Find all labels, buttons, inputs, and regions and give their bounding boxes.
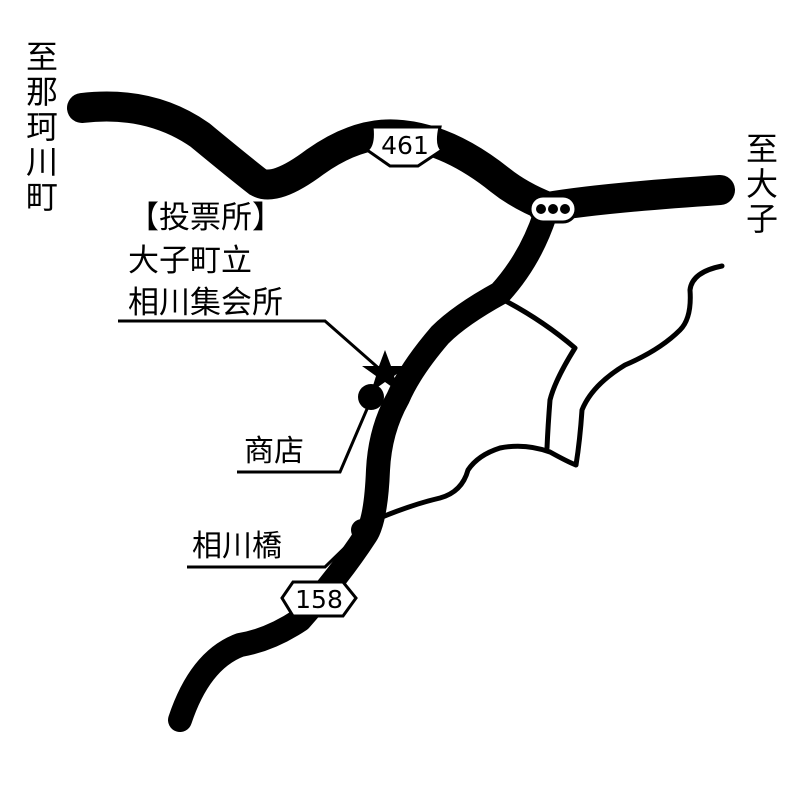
polling-place-bracket-label: 【投票所】 [128, 200, 283, 236]
shop-leader-line [237, 401, 372, 474]
shop-label: 商店 [244, 434, 304, 469]
to-nakagawa-label: 至那珂川町 [21, 40, 59, 215]
bridge-leader-line [187, 531, 362, 569]
bridge-marker-icon [351, 519, 373, 541]
traffic-signal-icon [528, 194, 578, 224]
star-icon [362, 350, 408, 392]
shop-marker-icon [358, 384, 384, 410]
poll-leader-line [118, 319, 384, 374]
route-158-shield: 158 [280, 580, 358, 618]
to-daigo-label: 至大子 [741, 132, 779, 237]
polling-place-name-line2: 相川集会所 [128, 285, 283, 321]
river-line [372, 263, 725, 523]
bridge-label: 相川橋 [192, 529, 282, 564]
side-road [493, 293, 578, 451]
polling-place-name-line1: 大子町立 [128, 243, 252, 279]
route-158-number: 158 [295, 585, 343, 614]
route-461-shield: 461 [364, 125, 445, 168]
route-461-number: 461 [381, 131, 429, 160]
route-158-road [168, 203, 557, 732]
